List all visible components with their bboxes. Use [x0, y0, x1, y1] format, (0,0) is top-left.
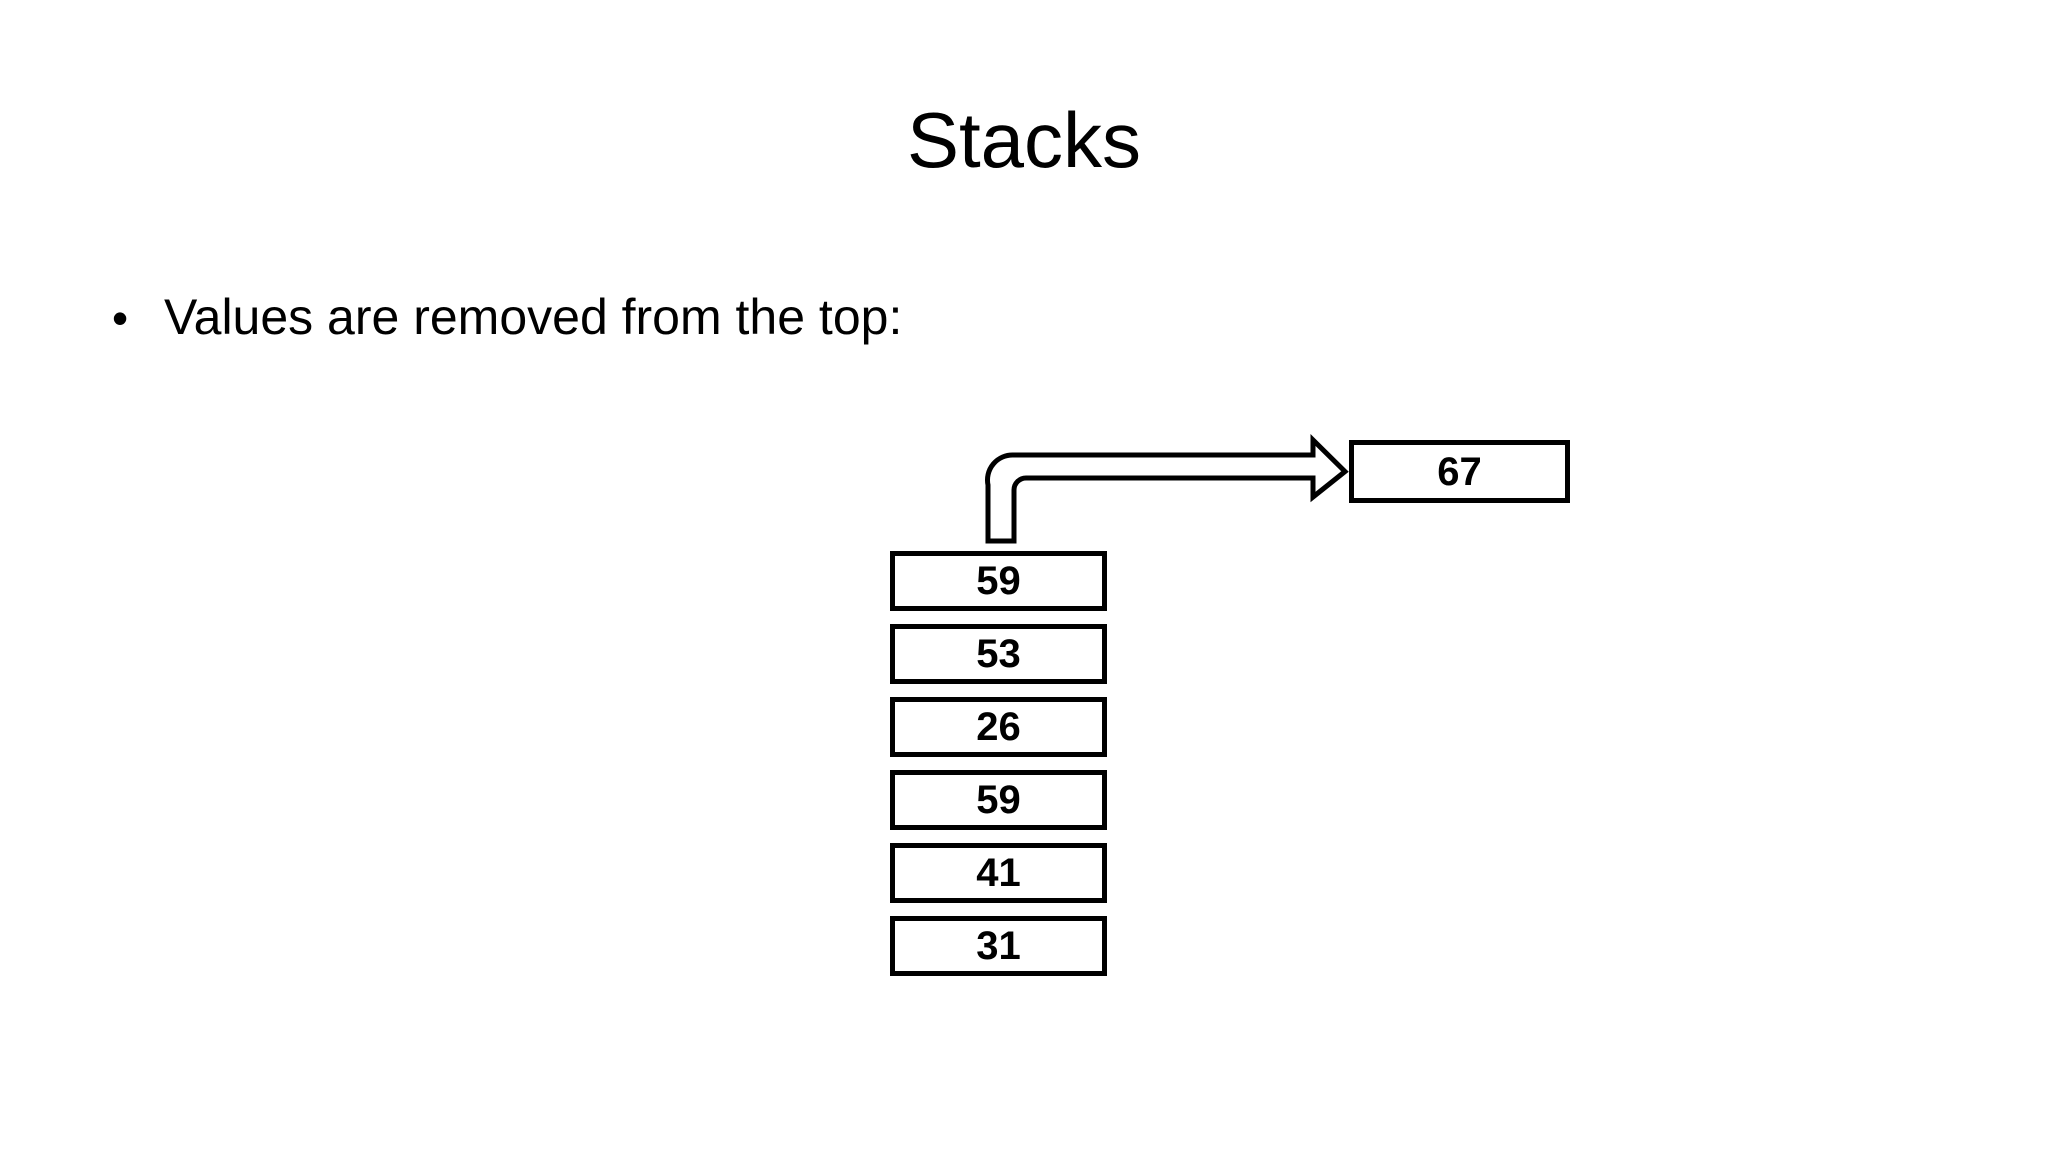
popped-value-label: 67	[1437, 449, 1482, 494]
bullet-marker-icon: •	[112, 292, 129, 344]
page-title: Stacks	[906, 96, 1142, 184]
stack-cell-value: 59	[976, 559, 1021, 603]
stack-cell: 41	[890, 843, 1107, 903]
stack-cell-value: 53	[976, 632, 1021, 676]
stack-cell: 53	[890, 624, 1107, 684]
stack-cell-value: 59	[976, 778, 1021, 822]
popped-value-box: 67	[1349, 440, 1570, 503]
stack-cell: 59	[890, 770, 1107, 830]
stack-cell-value: 41	[976, 851, 1021, 895]
stack-cell-value: 31	[976, 924, 1021, 968]
stack-cell: 59	[890, 551, 1107, 611]
stack-cell-value: 26	[976, 705, 1021, 749]
pop-arrow-icon	[985, 434, 1349, 544]
stack-cell: 31	[890, 916, 1107, 976]
bullet-list-item: • Values are removed from the top:	[112, 286, 902, 349]
stack-cell: 26	[890, 697, 1107, 757]
bullet-item-label: Values are removed from the top:	[164, 289, 903, 345]
